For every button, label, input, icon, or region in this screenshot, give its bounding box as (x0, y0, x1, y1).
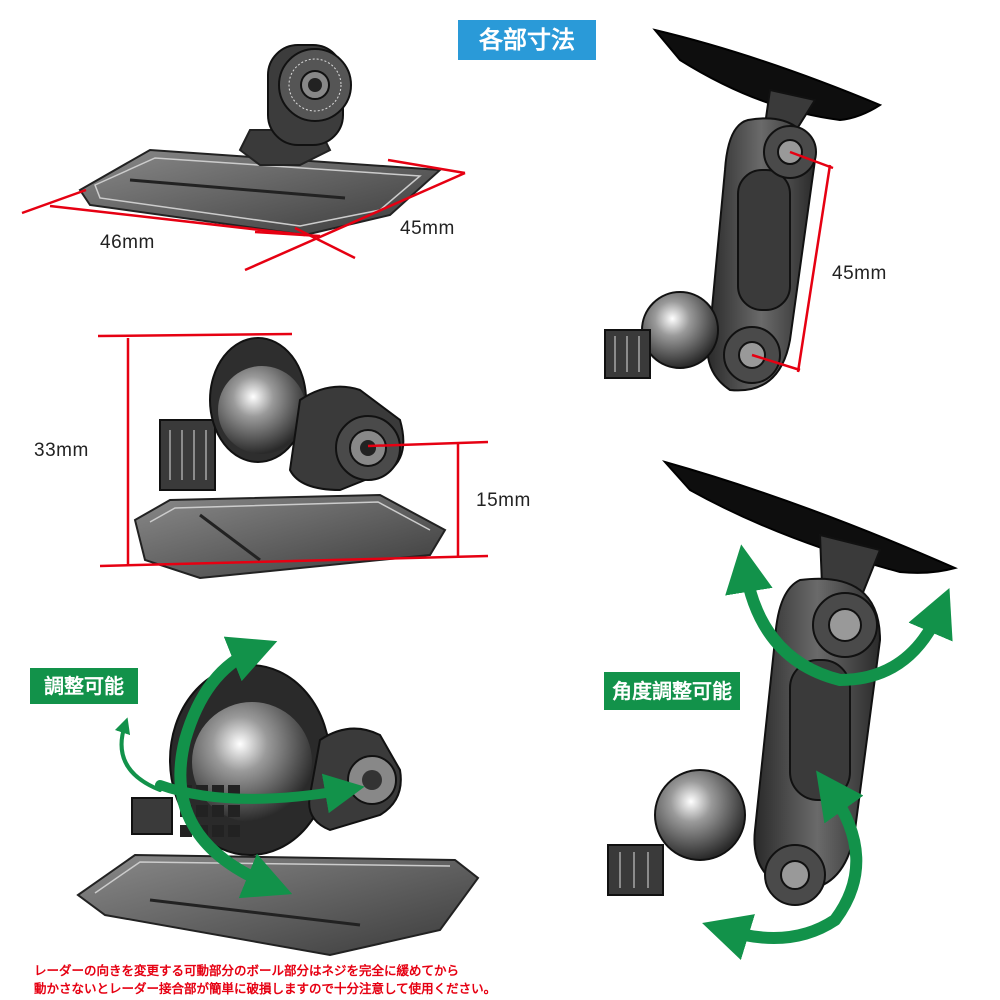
joint-height-label: 15mm (476, 490, 531, 511)
base-dimension-lines (21, 158, 466, 272)
side-view-illustration (133, 337, 447, 580)
total-height-label: 33mm (34, 440, 89, 461)
base-width-label: 46mm (100, 232, 155, 253)
page-title: 各部寸法 (458, 20, 596, 60)
joint-illustration (76, 664, 480, 957)
side-dimension-lines (97, 332, 489, 568)
warning-line-2: 動かさないとレーダー接合部が簡単に破損しますので十分注意して使用ください。 (34, 981, 497, 996)
joint-rotation-arrows (114, 636, 365, 899)
adjustable-badge: 調整可能 (30, 668, 138, 704)
arm-length-label: 45mm (832, 263, 887, 284)
base-depth-label: 45mm (400, 218, 455, 239)
base-mount-illustration (78, 44, 443, 237)
angle-rotation-arrows (702, 544, 953, 960)
arm-dimension-lines (751, 150, 834, 373)
arm-illustration (604, 28, 883, 392)
warning-line-1: レーダーの向きを変更する可動部分のボール部分はネジを完全に緩めてから (34, 963, 460, 978)
angle-adjustable-badge: 角度調整可能 (604, 672, 740, 710)
